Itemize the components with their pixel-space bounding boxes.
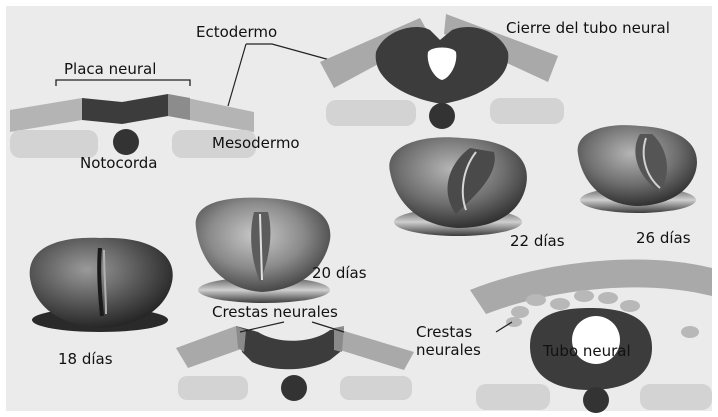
notochord [113, 129, 139, 155]
tube-crest-cell [620, 300, 640, 312]
label-mesodermo: Mesodermo [212, 134, 300, 152]
crest-mesoderm-right [340, 376, 412, 400]
embryo-20-days [196, 198, 331, 303]
label-20-dias: 20 días [312, 264, 367, 282]
crest-mesoderm-left [178, 376, 248, 400]
closure-notochord [429, 103, 455, 129]
crest-notochord [281, 375, 307, 401]
label-placa-neural: Placa neural [64, 60, 156, 78]
label-crestas-neurales-top: Crestas neurales [212, 303, 338, 321]
embryo-26-days [578, 125, 697, 213]
tube-mesoderm-left [476, 384, 550, 410]
closure-mesoderm-right [490, 98, 564, 124]
label-crestas-side-line1: Crestas [416, 323, 472, 341]
tube-crest-cell [681, 326, 699, 338]
embryo-22-days [389, 137, 527, 236]
tube-crest-cell [511, 306, 529, 318]
closure-mesoderm-left [326, 100, 416, 126]
tube-crest-cell [574, 290, 594, 302]
tube-notochord [583, 387, 609, 413]
label-26-dias: 26 días [636, 229, 691, 247]
tube-crest-cell [550, 298, 570, 310]
label-22-dias: 22 días [510, 232, 565, 250]
embryo-18-days [30, 238, 173, 332]
ectoderm-edge [168, 94, 190, 120]
tube-mesoderm-right [640, 384, 712, 410]
label-ectodermo: Ectodermo [196, 23, 277, 41]
label-crestas-side-line2: neurales [416, 341, 481, 359]
label-notocorda: Notocorda [80, 154, 158, 172]
label-cierre-tubo-neural: Cierre del tubo neural [506, 19, 670, 37]
label-18-dias: 18 días [58, 350, 113, 368]
tube-crest-cell [506, 317, 522, 327]
tube-crest-cell [598, 292, 618, 304]
tube-crest-cell [526, 294, 546, 306]
label-tubo-neural: Tubo neural [542, 342, 631, 360]
